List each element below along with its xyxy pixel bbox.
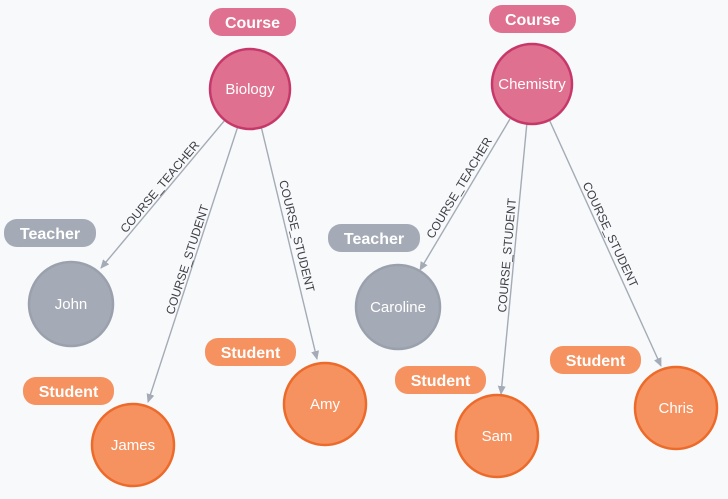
- svg-text:Teacher: Teacher: [20, 226, 80, 243]
- svg-text:Caroline: Caroline: [370, 299, 426, 316]
- svg-text:Sam: Sam: [482, 428, 513, 445]
- node-biology[interactable]: Biology: [208, 47, 292, 131]
- node-chemistry[interactable]: Chemistry: [490, 42, 574, 126]
- label-pill-student-amy[interactable]: Student: [205, 338, 296, 366]
- svg-text:Biology: Biology: [225, 81, 275, 98]
- node-chris[interactable]: Chris: [633, 365, 719, 451]
- svg-text:Student: Student: [221, 345, 281, 362]
- label-pill-student-james[interactable]: Student: [23, 377, 114, 405]
- edge-chemistry-sam[interactable]: COURSE_STUDENT: [495, 121, 528, 395]
- edge-label-chemistry-caroline: COURSE_TEACHER: [423, 135, 495, 241]
- svg-text:John: John: [55, 296, 88, 313]
- svg-text:Course: Course: [225, 15, 280, 32]
- node-caroline[interactable]: Caroline: [354, 263, 442, 351]
- edge-label-biology-john: COURSE_TEACHER: [117, 138, 202, 236]
- edge-biology-john[interactable]: COURSE_TEACHER: [100, 119, 226, 269]
- svg-text:Student: Student: [411, 373, 471, 390]
- svg-text:Teacher: Teacher: [344, 231, 404, 248]
- node-james[interactable]: James: [90, 402, 176, 488]
- label-pill-teacher-john[interactable]: Teacher: [4, 219, 96, 247]
- label-pill-course-biology[interactable]: Course: [209, 8, 296, 36]
- edge-label-chemistry-sam: COURSE_STUDENT: [495, 197, 519, 313]
- edge-biology-amy[interactable]: COURSE_STUDENT: [260, 125, 320, 360]
- label-pill-student-sam[interactable]: Student: [395, 366, 486, 394]
- svg-text:Course: Course: [505, 12, 560, 29]
- edge-chemistry-chris[interactable]: COURSE_STUDENT: [547, 116, 662, 367]
- node-amy[interactable]: Amy: [282, 361, 368, 447]
- label-pill-teacher-caroline[interactable]: Teacher: [328, 224, 420, 252]
- svg-text:Chris: Chris: [658, 400, 693, 417]
- node-sam[interactable]: Sam: [454, 393, 540, 479]
- node-john[interactable]: John: [27, 260, 115, 348]
- edge-label-biology-james: COURSE_STUDENT: [163, 202, 212, 316]
- edge-chemistry-caroline[interactable]: COURSE_TEACHER: [419, 118, 511, 271]
- svg-text:Student: Student: [566, 353, 626, 370]
- label-pill-course-chemistry[interactable]: Course: [489, 5, 576, 33]
- svg-text:Amy: Amy: [310, 396, 341, 413]
- svg-text:Student: Student: [39, 384, 99, 401]
- svg-text:Chemistry: Chemistry: [498, 76, 566, 93]
- edge-label-chemistry-chris: COURSE_STUDENT: [580, 180, 641, 290]
- label-pill-student-chris[interactable]: Student: [550, 346, 641, 374]
- svg-text:James: James: [111, 437, 155, 454]
